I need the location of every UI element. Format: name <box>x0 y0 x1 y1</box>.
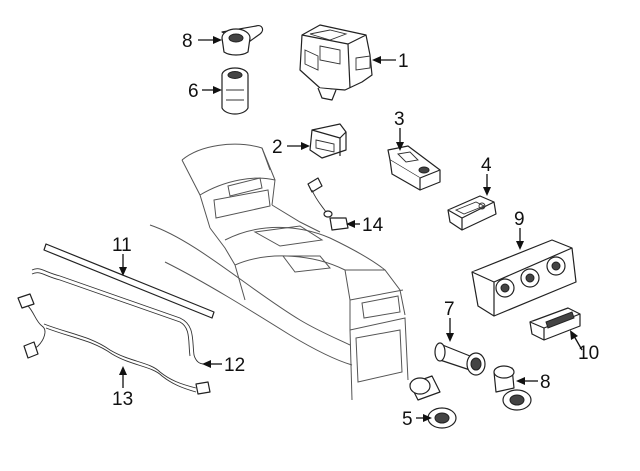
callout-3: 3 <box>394 109 405 130</box>
callout-10: 10 <box>578 343 599 364</box>
part-10-switch-block <box>529 307 581 341</box>
part-13-wiring-harness <box>17 293 211 395</box>
callout-5: 5 <box>402 409 413 430</box>
callout-6: 6 <box>188 81 199 102</box>
callout-8-top: 8 <box>182 31 193 52</box>
part-2-bracket <box>309 123 347 159</box>
part-12-cable <box>31 268 205 365</box>
part-3-switch-panel <box>387 145 441 191</box>
callout-11: 11 <box>112 235 132 256</box>
part-4-switch <box>447 195 497 231</box>
part-7-power-socket <box>434 342 486 376</box>
callout-2: 2 <box>272 137 283 158</box>
callout-labels: 8 1 6 3 2 4 14 9 11 7 10 12 13 8 5 <box>112 31 599 430</box>
part-8-socket-lower <box>493 365 532 411</box>
part-11-trim-strip <box>43 243 215 319</box>
leader-lines <box>119 36 583 422</box>
part-1-shifter-module <box>299 24 373 101</box>
callout-4: 4 <box>481 155 492 176</box>
callout-14: 14 <box>362 215 384 236</box>
part-9-climate-panel <box>471 239 577 317</box>
part-8-socket-cap <box>221 25 264 56</box>
callout-9: 9 <box>514 209 525 230</box>
callout-1: 1 <box>398 51 409 72</box>
callout-8-bottom: 8 <box>540 372 551 393</box>
part-6-socket-housing <box>221 67 249 115</box>
callout-7: 7 <box>444 299 455 320</box>
part-14-harness <box>307 177 349 231</box>
callout-12: 12 <box>224 355 245 376</box>
center-console-outline <box>149 143 409 401</box>
part-5-lighter <box>409 375 457 429</box>
callout-13: 13 <box>112 389 133 410</box>
